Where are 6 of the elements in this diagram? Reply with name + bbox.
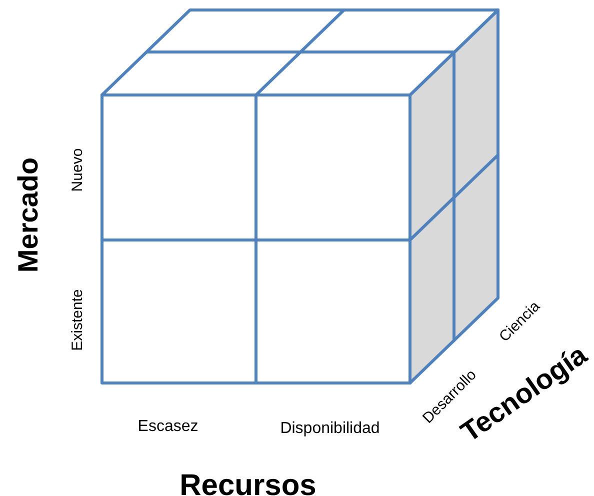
axis-label: Nuevo — [68, 148, 86, 192]
axis-label: Disponibilidad — [280, 420, 380, 438]
axis-title: Recursos — [180, 468, 316, 496]
axis-title: Mercado — [12, 157, 44, 273]
axis-label: Escasez — [138, 418, 198, 436]
axis-label: Existente — [68, 289, 86, 351]
